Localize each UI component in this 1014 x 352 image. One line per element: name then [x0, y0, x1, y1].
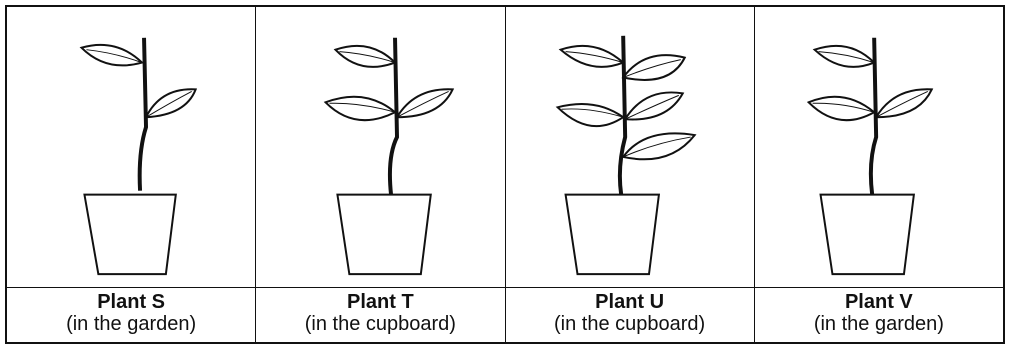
- plant-s-column: Plant S (in the garden): [7, 7, 256, 342]
- plant-u-location: (in the cupboard): [506, 313, 754, 335]
- plant-table: Plant S (in the garden) Plant T: [5, 5, 1005, 344]
- leaf: [623, 133, 694, 159]
- plant-t-picture: [256, 7, 504, 288]
- plant-u-picture: [506, 7, 754, 288]
- plant-t-column: Plant T (in the cupboard): [256, 7, 505, 342]
- plant-v-name: Plant V: [755, 291, 1003, 313]
- plant-v-drawing: [755, 7, 1003, 287]
- pot: [338, 195, 431, 274]
- leaf: [808, 97, 874, 120]
- leaf: [623, 55, 685, 80]
- plant-u-drawing: [506, 7, 754, 287]
- plant-v-column: Plant V (in the garden): [755, 7, 1003, 342]
- plant-t-location: (in the cupboard): [256, 313, 504, 335]
- leaf: [81, 45, 142, 66]
- leaf: [336, 46, 396, 67]
- leaf: [557, 104, 623, 126]
- plant-s-drawing: [7, 7, 255, 287]
- plant-t-drawing: [256, 7, 504, 287]
- plant-s-name: Plant S: [7, 291, 255, 313]
- leaf: [326, 97, 396, 120]
- pot: [565, 195, 658, 274]
- leaf: [814, 46, 874, 67]
- plant-v-location: (in the garden): [755, 313, 1003, 335]
- plant-u-column: Plant U (in the cupboard): [506, 7, 755, 342]
- plant-u-name: Plant U: [506, 291, 754, 313]
- plant-s-picture: [7, 7, 255, 288]
- pot: [84, 195, 175, 274]
- pot: [820, 195, 913, 274]
- plant-t-name: Plant T: [256, 291, 504, 313]
- plant-s-location: (in the garden): [7, 313, 255, 335]
- leaf: [560, 46, 623, 67]
- plant-v-picture: [755, 7, 1003, 288]
